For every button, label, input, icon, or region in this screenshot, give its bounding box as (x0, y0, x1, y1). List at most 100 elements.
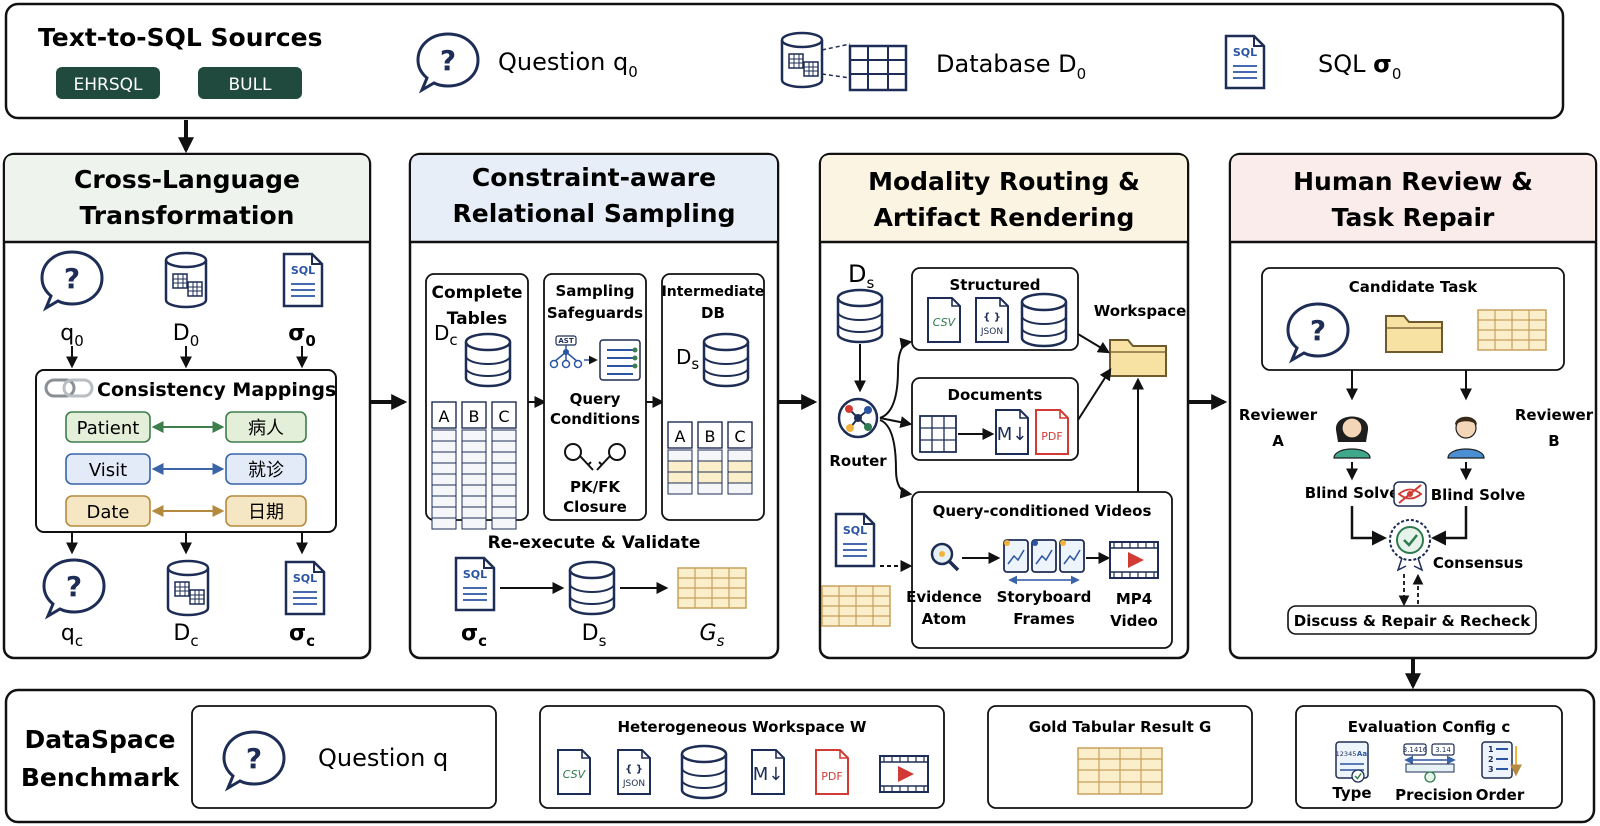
panel1-title-line2: Transformation (80, 201, 295, 230)
column-cell (491, 462, 517, 475)
consensus-label: Consensus (1433, 554, 1523, 572)
reviewer-b-line2: B (1548, 432, 1559, 450)
column-cell (667, 449, 693, 462)
mapping-en: Patient (77, 418, 140, 439)
column-label: A (439, 407, 450, 426)
intermediate-var: Ds (676, 345, 699, 373)
safeguards-line2: Safeguards (547, 304, 643, 322)
panel2-title-line1: Constraint-aware (472, 163, 716, 192)
column-header (697, 421, 723, 449)
p1-input-d: D0 (173, 321, 200, 350)
svg-text:12345: 12345 (1336, 750, 1357, 758)
column-cell (461, 429, 487, 442)
storyboard-line2: Frames (1013, 610, 1075, 628)
storyboard-line1: Storyboard (997, 588, 1092, 606)
p1-output-sigma: σc (289, 621, 315, 650)
p3-table-icon (821, 585, 891, 627)
evidence-line1: Evidence (906, 588, 982, 606)
workspace-folder-icon (1109, 339, 1167, 377)
badge-ehrsql[interactable]: EHRSQL (74, 75, 144, 95)
p1-input-sigma: σ0 (288, 321, 316, 350)
p1-input-q: q0 (60, 321, 84, 350)
column-cell (431, 484, 457, 497)
csv-file-icon: CSV (927, 297, 961, 343)
complete-tables-line2: Tables (447, 309, 508, 329)
query-conditions-line1: Query (570, 390, 621, 408)
column-cell (491, 429, 517, 442)
benchmark-title-line2: Benchmark (21, 763, 181, 792)
panel3-title-line2: Artifact Rendering (874, 203, 1135, 232)
mapping-zh-box (225, 411, 307, 443)
svg-text:{ }: { } (983, 312, 1001, 323)
column-cell (431, 506, 457, 519)
bench-db-icon (680, 744, 728, 800)
column-label: A (675, 427, 686, 446)
eval-item-order: Order (1476, 786, 1525, 804)
badge-bull[interactable]: BULL (228, 75, 272, 95)
column-cell (461, 440, 487, 453)
column-cell (431, 429, 457, 442)
panel3-header (821, 155, 1187, 242)
column-cell (461, 495, 487, 508)
flow-g-s: Gs (700, 621, 725, 650)
reviewer-a-line2: A (1272, 432, 1284, 450)
checklist-icon (599, 339, 641, 381)
table-icon (848, 44, 908, 92)
column-header (431, 401, 457, 429)
column-cell (491, 451, 517, 464)
complete-var: Dc (434, 321, 458, 349)
column-header (727, 421, 753, 449)
column-label: C (734, 427, 745, 446)
mapping-en-box (65, 411, 151, 443)
column-header (461, 401, 487, 429)
column-label: B (705, 427, 716, 446)
benchmark-question-label: Question q (318, 744, 448, 772)
flow-d-s: Ds (582, 621, 607, 650)
markdown-file-icon: M↓ (995, 409, 1029, 455)
column-cell (727, 449, 753, 462)
column-cell (461, 462, 487, 475)
svg-text:PDF: PDF (1041, 430, 1062, 443)
storyboard-frames-icon (1003, 539, 1085, 585)
link-icon (44, 378, 94, 398)
panel4-header (1231, 155, 1595, 242)
reviewer-b-line1: Reviewer (1515, 406, 1594, 424)
gold-result-title: Gold Tabular Result G (1029, 718, 1212, 736)
column-cell (491, 495, 517, 508)
panel4-title-line1: Human Review & (1293, 167, 1533, 196)
column-cell (697, 449, 723, 462)
pdf-file-icon: PDF (1035, 409, 1069, 455)
pkfk-line2: Closure (563, 498, 627, 516)
precision-icon: 3.1416 3.14 (1403, 743, 1456, 783)
mapping-zh-box (225, 453, 307, 485)
column-label: C (498, 407, 509, 426)
reviewer-a-avatar (1333, 415, 1371, 459)
svg-text:PDF: PDF (821, 770, 842, 783)
p1-out-database-icon (166, 559, 210, 617)
complete-tables-line1: Complete (431, 283, 522, 303)
column-cell (461, 473, 487, 486)
svg-text:3.14: 3.14 (1435, 746, 1451, 754)
eval-config-title: Evaluation Config c (1348, 718, 1511, 736)
p3-sql-file-icon (834, 512, 876, 568)
column-label: B (469, 407, 480, 426)
svg-text:AST: AST (558, 337, 573, 345)
bench-pdf-icon: PDF (815, 749, 849, 795)
router-icon (837, 397, 879, 439)
safeguards-line1: Sampling (556, 282, 635, 300)
panel2-header (411, 155, 777, 242)
structured-title: Structured (949, 276, 1040, 294)
candidate-table-icon (1477, 309, 1547, 351)
workspace-label: Workspace (1094, 302, 1187, 320)
column-cell (461, 517, 487, 530)
panel2-title-line2: Relational Sampling (453, 199, 736, 228)
eval-item-precision: Precision (1395, 786, 1473, 804)
svg-text:M↓: M↓ (753, 764, 784, 785)
sql-doc-icon (1224, 34, 1266, 90)
mapping-zh: 病人 (248, 418, 284, 439)
p3-ds-db-icon (836, 288, 884, 344)
svg-text:M↓: M↓ (997, 424, 1028, 445)
